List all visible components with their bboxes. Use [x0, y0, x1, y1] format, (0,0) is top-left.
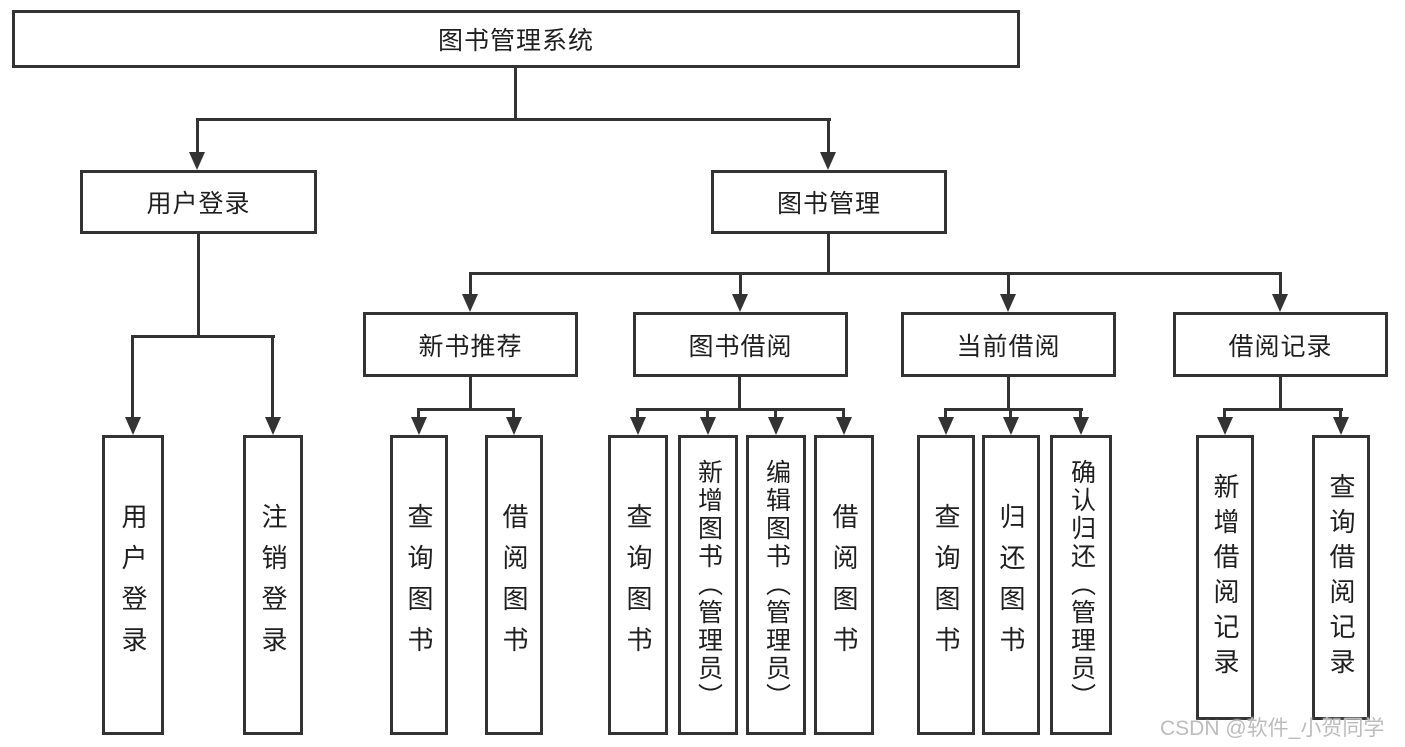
node-borrow-books-recommend: 借阅图书 [485, 435, 543, 735]
arrow-down-icon [462, 294, 478, 312]
connector-line [944, 408, 1083, 411]
arrow-down-icon [768, 417, 784, 435]
node-label: 归还图书 [996, 503, 1026, 667]
node-book-borrowing: 图书借阅 [633, 312, 848, 377]
node-edit-book-admin: 编辑图书（管理员） [746, 435, 806, 735]
node-query-books-current: 查询图书 [917, 435, 975, 735]
node-borrowing-records: 借阅记录 [1173, 312, 1388, 377]
arrow-down-icon [125, 417, 141, 435]
arrow-down-icon [820, 152, 836, 170]
node-label: 注销登录 [258, 503, 288, 667]
connector-line [469, 377, 472, 408]
connector-line [827, 118, 830, 154]
connector-line [636, 408, 845, 411]
node-label: 图书管理系统 [437, 27, 594, 55]
connector-line [417, 408, 420, 422]
node-label: 图书借阅 [688, 332, 793, 361]
node-confirm-return-admin: 确认归还（管理员） [1050, 435, 1112, 735]
node-label: 新增借阅记录 [1210, 472, 1240, 683]
node-label: 借阅图书 [829, 503, 859, 667]
node-label: 新书推荐 [418, 332, 523, 361]
connector-line [1007, 377, 1010, 408]
node-label: 用户登录 [146, 190, 251, 218]
node-user-login-action: 用户登录 [102, 435, 164, 735]
connector-line [944, 408, 947, 422]
node-current-borrowing: 当前借阅 [901, 312, 1116, 377]
arrow-down-icon [1073, 417, 1089, 435]
node-label: 查询图书 [623, 503, 653, 667]
connector-line [1279, 377, 1282, 408]
node-borrow-books-action: 借阅图书 [814, 435, 874, 735]
node-label: 图书管理 [776, 190, 881, 218]
arrow-down-icon [700, 417, 716, 435]
node-book-management: 图书管理 [711, 170, 947, 234]
arrow-down-icon [265, 417, 281, 435]
connector-line [469, 272, 472, 296]
node-user-login: 用户登录 [80, 170, 317, 234]
connector-line [1079, 408, 1082, 422]
connector-line [738, 377, 741, 408]
node-label: 确认归还（管理员） [1067, 459, 1096, 711]
connector-line [1339, 408, 1342, 422]
node-label: 当前借阅 [956, 332, 1061, 361]
node-label: 查询借阅记录 [1326, 472, 1356, 683]
connector-line [636, 408, 639, 422]
connector-line [706, 408, 709, 422]
connector-line [514, 68, 517, 118]
node-query-books-borrow: 查询图书 [608, 435, 668, 735]
connector-line [1223, 408, 1343, 411]
node-add-borrow-record: 新增借阅记录 [1196, 435, 1254, 720]
arrow-down-icon [1272, 294, 1288, 312]
node-label: 编辑图书（管理员） [762, 459, 791, 711]
connector-line [417, 408, 515, 411]
connector-line [196, 118, 831, 121]
arrow-down-icon [732, 294, 748, 312]
connector-line [131, 335, 134, 417]
connector-line [1279, 272, 1282, 296]
connector-line [197, 234, 200, 335]
connector-line [512, 408, 515, 422]
connector-line [842, 408, 845, 422]
connector-line [271, 335, 274, 417]
node-label: 查询图书 [404, 503, 434, 667]
arrow-down-icon [1333, 417, 1349, 435]
arrow-down-icon [189, 152, 205, 170]
arrow-down-icon [1217, 417, 1233, 435]
node-label: 查询图书 [931, 503, 961, 667]
connector-line [469, 272, 1282, 275]
node-add-book-admin: 新增图书（管理员） [678, 435, 738, 735]
arrow-down-icon [506, 417, 522, 435]
node-query-books-recommend: 查询图书 [390, 435, 448, 735]
connector-line [739, 272, 742, 296]
node-label: 新增图书（管理员） [694, 459, 723, 711]
node-library-management-system: 图书管理系统 [12, 10, 1020, 68]
arrow-down-icon [411, 417, 427, 435]
node-new-book-recommendation: 新书推荐 [363, 312, 578, 377]
node-return-books: 归还图书 [982, 435, 1040, 735]
node-label: 借阅记录 [1228, 332, 1333, 361]
connector-line [1223, 408, 1226, 422]
connector-line [774, 408, 777, 422]
connector-line [131, 335, 275, 338]
node-label: 借阅图书 [499, 503, 529, 667]
connector-line [827, 234, 830, 272]
arrow-down-icon [630, 417, 646, 435]
node-label: 用户登录 [118, 503, 148, 667]
arrow-down-icon [1003, 417, 1019, 435]
connector-line [196, 118, 199, 154]
connector-line [1009, 408, 1012, 422]
watermark: CSDN @软件_小贺同学 [1160, 717, 1385, 740]
connector-line [1007, 272, 1010, 296]
node-query-borrow-record: 查询借阅记录 [1312, 435, 1370, 720]
arrow-down-icon [1000, 294, 1016, 312]
node-logout-action: 注销登录 [243, 435, 303, 735]
arrow-down-icon [836, 417, 852, 435]
arrow-down-icon [938, 417, 954, 435]
